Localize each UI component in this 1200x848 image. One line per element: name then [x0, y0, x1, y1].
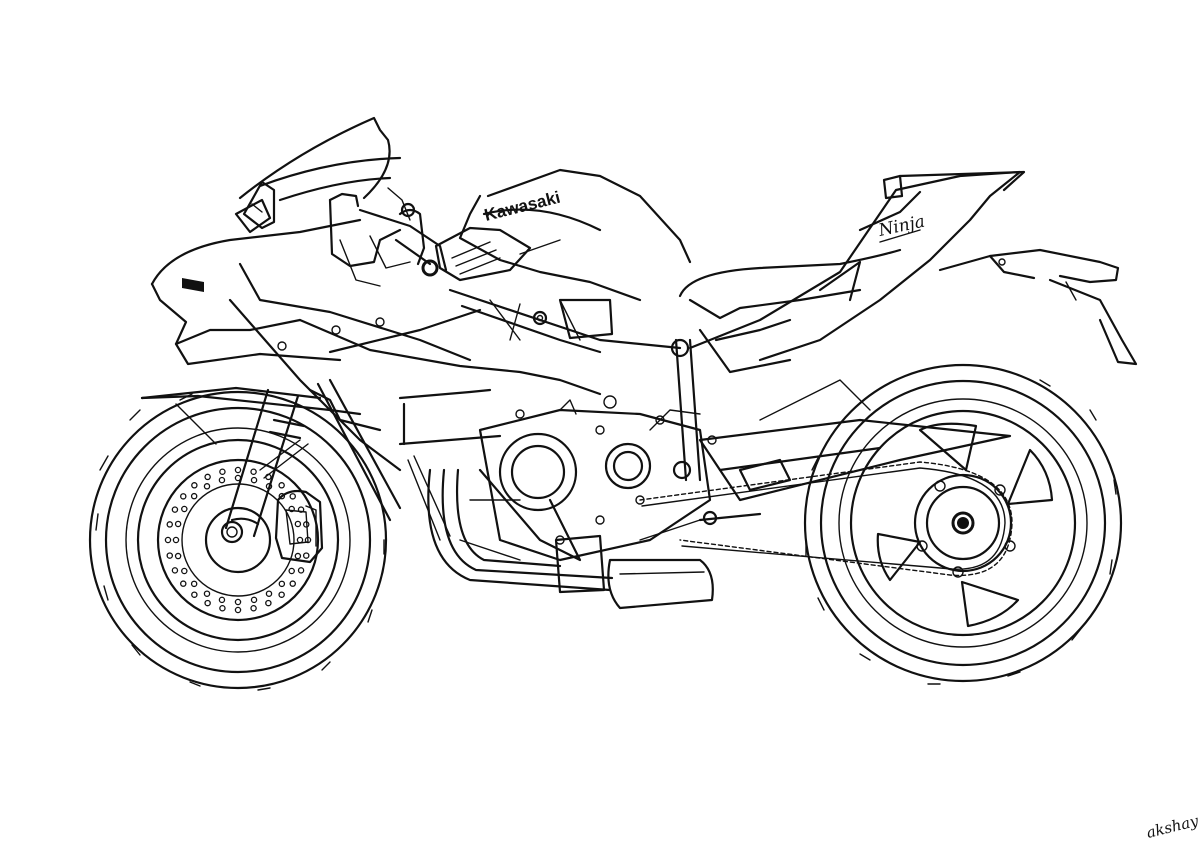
- front-brake-disc: [156, 458, 320, 622]
- rearsets: [639, 458, 792, 541]
- tail-model-label: Ninja: [876, 212, 927, 241]
- exhaust-canister: [554, 534, 714, 610]
- swingarm: [698, 379, 1012, 502]
- windscreen: [238, 116, 402, 230]
- signature-text: akshay: [1145, 812, 1200, 842]
- seat: [678, 248, 902, 320]
- exhaust-headers: [407, 455, 614, 592]
- artist-signature: akshay: [1145, 812, 1200, 842]
- drive-chain: [639, 461, 1013, 577]
- tail-tidy-license-bracket: [938, 248, 1138, 366]
- engine: [478, 338, 717, 562]
- trellis-frame: [448, 288, 682, 354]
- mirror: [234, 198, 272, 234]
- front-brake-caliper: [274, 489, 324, 564]
- rear-wheel: [803, 363, 1123, 685]
- front-fender: [140, 378, 402, 522]
- lower-fairing: [398, 388, 582, 562]
- front-wheel: [88, 390, 388, 691]
- front-fairing: [150, 218, 602, 472]
- cockpit: [328, 187, 448, 287]
- front-fork: [224, 388, 309, 538]
- rear-subframe: Ninja: [688, 170, 1026, 374]
- fuel-tank: Kawasaki: [434, 168, 692, 302]
- headlight-vent: [182, 278, 204, 292]
- rear-sprocket: [913, 473, 1016, 578]
